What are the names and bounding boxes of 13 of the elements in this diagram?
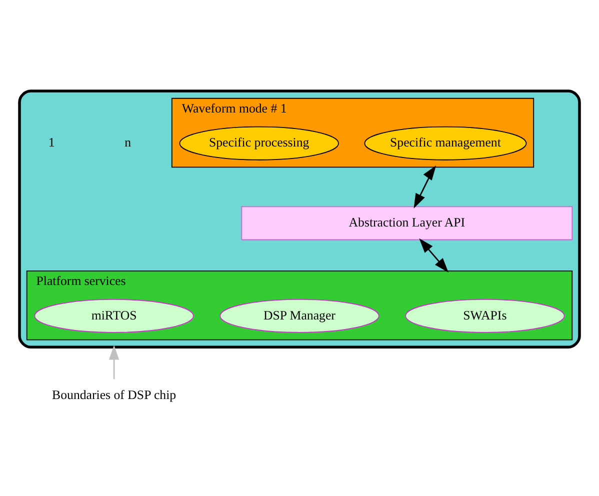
node-box: Abstraction Layer API bbox=[241, 206, 573, 240]
node-ellipse: DSP Manager bbox=[220, 298, 380, 333]
arrow bbox=[414, 166, 436, 208]
arrow bbox=[108, 345, 120, 380]
node-ellipse: SWAPIs bbox=[405, 298, 565, 333]
cluster bbox=[18, 90, 581, 349]
node-ellipse: Specific processing bbox=[179, 126, 339, 160]
node-ellipse: Specific management bbox=[364, 126, 527, 160]
label: n bbox=[124, 136, 132, 150]
node-text: Boundaries of DSP chip bbox=[52, 388, 176, 402]
label: 1 bbox=[48, 136, 55, 150]
arrow bbox=[419, 238, 448, 273]
node-ellipse: miRTOS bbox=[34, 298, 194, 333]
